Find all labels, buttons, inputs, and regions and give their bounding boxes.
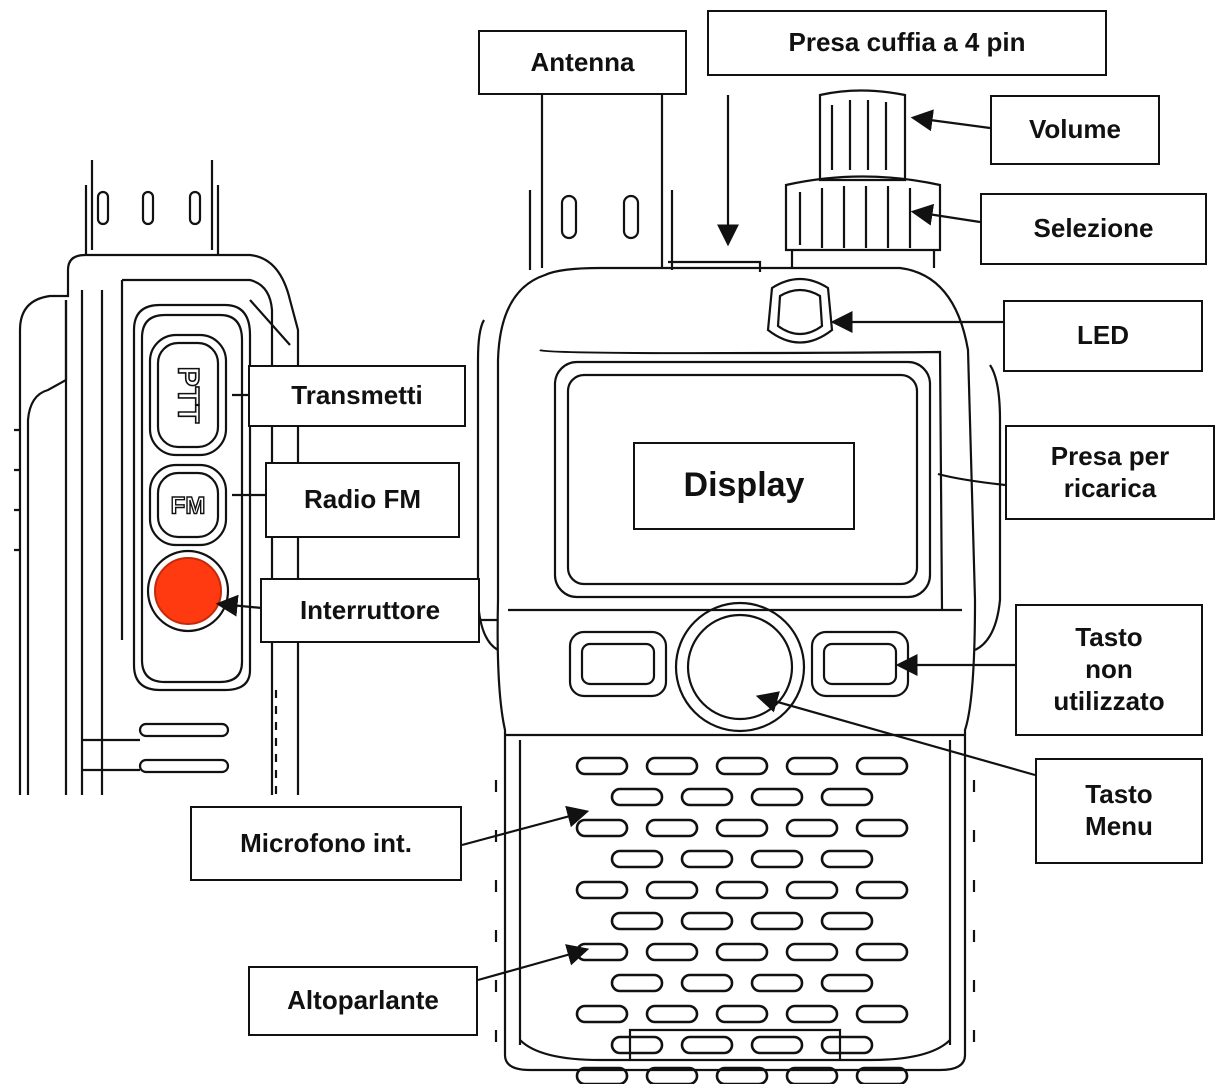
grille-slot: [645, 942, 699, 962]
grille-slot: [855, 1066, 909, 1084]
grille-slot: [820, 1035, 874, 1055]
grille-slot: [750, 973, 804, 993]
grille-slot: [820, 973, 874, 993]
grille-slot: [575, 1066, 629, 1084]
grille-slot: [645, 880, 699, 900]
label-speaker: Altoparlante: [248, 966, 478, 1036]
leader-lines: [215, 95, 1036, 982]
grille-slot: [855, 756, 909, 776]
grille-slot: [575, 942, 629, 962]
grille-slot: [575, 1004, 629, 1024]
grille-slot: [610, 1035, 664, 1055]
label-selection: Selezione: [980, 193, 1207, 265]
grille-slot: [785, 880, 839, 900]
grille-slot: [610, 911, 664, 931]
grille-slot: [575, 880, 629, 900]
grille-slot: [680, 787, 734, 807]
grille-slot: [715, 1066, 769, 1084]
grille-slot: [750, 911, 804, 931]
grille-slot: [645, 1066, 699, 1084]
label-display: Display: [633, 442, 855, 530]
grille-slot: [750, 1035, 804, 1055]
grille-slot: [645, 1004, 699, 1024]
grille-slot: [715, 880, 769, 900]
grille-slot: [785, 756, 839, 776]
power-button-ring: [146, 549, 230, 633]
grille-slot: [785, 1004, 839, 1024]
fm-button-shape: [148, 463, 228, 547]
fm-button-text: FM: [171, 493, 206, 520]
grille-slot: [610, 973, 664, 993]
label-power-switch: Interruttore: [260, 578, 480, 643]
grille-slot: [645, 756, 699, 776]
label-charging-port: Presa per ricarica: [1005, 425, 1215, 520]
grille-slot: [575, 756, 629, 776]
grille-slot: [715, 942, 769, 962]
grille-slot: [820, 911, 874, 931]
label-antenna: Antenna: [478, 30, 687, 95]
label-internal-mic: Microfono int.: [190, 806, 462, 881]
grille-slot: [715, 818, 769, 838]
label-headphone-jack: Presa cuffia a 4 pin: [707, 10, 1107, 76]
grille-slot: [680, 1035, 734, 1055]
grille-slot: [750, 787, 804, 807]
grille-slot: [785, 818, 839, 838]
grille-slot: [855, 818, 909, 838]
grille-slot: [610, 787, 664, 807]
grille-slot: [820, 849, 874, 869]
label-menu-key: Tasto Menu: [1035, 758, 1203, 864]
grille-slot: [610, 849, 664, 869]
label-fm-radio: Radio FM: [265, 462, 460, 538]
ptt-button-text: PTT: [172, 367, 205, 424]
label-volume: Volume: [990, 95, 1160, 165]
grille-slot: [715, 1004, 769, 1024]
grille-slot: [680, 973, 734, 993]
side-view: [14, 160, 300, 795]
ptt-button-shape: [148, 333, 228, 457]
grille-slot: [820, 787, 874, 807]
grille-slot: [855, 1004, 909, 1024]
power-button: [154, 557, 222, 625]
grille-slot: [715, 756, 769, 776]
grille-slot: [855, 942, 909, 962]
grille-slot: [680, 911, 734, 931]
grille-slot: [575, 818, 629, 838]
label-unused-key: Tasto non utilizzato: [1015, 604, 1203, 736]
grille-slot: [645, 818, 699, 838]
label-transmit: Transmetti: [248, 365, 466, 427]
grille-slot: [680, 849, 734, 869]
speaker-grille: [575, 756, 909, 1084]
grille-slot: [785, 942, 839, 962]
label-led: LED: [1003, 300, 1203, 372]
grille-slot: [785, 1066, 839, 1084]
grille-slot: [855, 880, 909, 900]
grille-slot: [750, 849, 804, 869]
front-view: [476, 89, 1002, 1072]
